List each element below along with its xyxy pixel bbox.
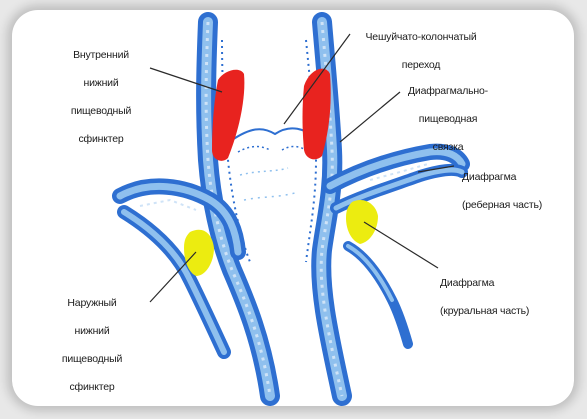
internal-sphincter-muscle [212, 69, 331, 161]
label-external-sphincter: Наружный нижний пищеводный сфинктер [42, 282, 142, 408]
label-diaphragm-costal: Диафрагма (реберная часть) [462, 156, 572, 226]
label-internal-sphincter: Внутренний нижний пищеводный сфинктер [46, 34, 156, 160]
label-diaphragm-crural: Диафрагма (круральная часть) [440, 262, 570, 332]
label-phrenoesophageal-ligament: Диафрагмально- пищеводная связка [388, 70, 508, 168]
leader-crural [364, 222, 438, 268]
